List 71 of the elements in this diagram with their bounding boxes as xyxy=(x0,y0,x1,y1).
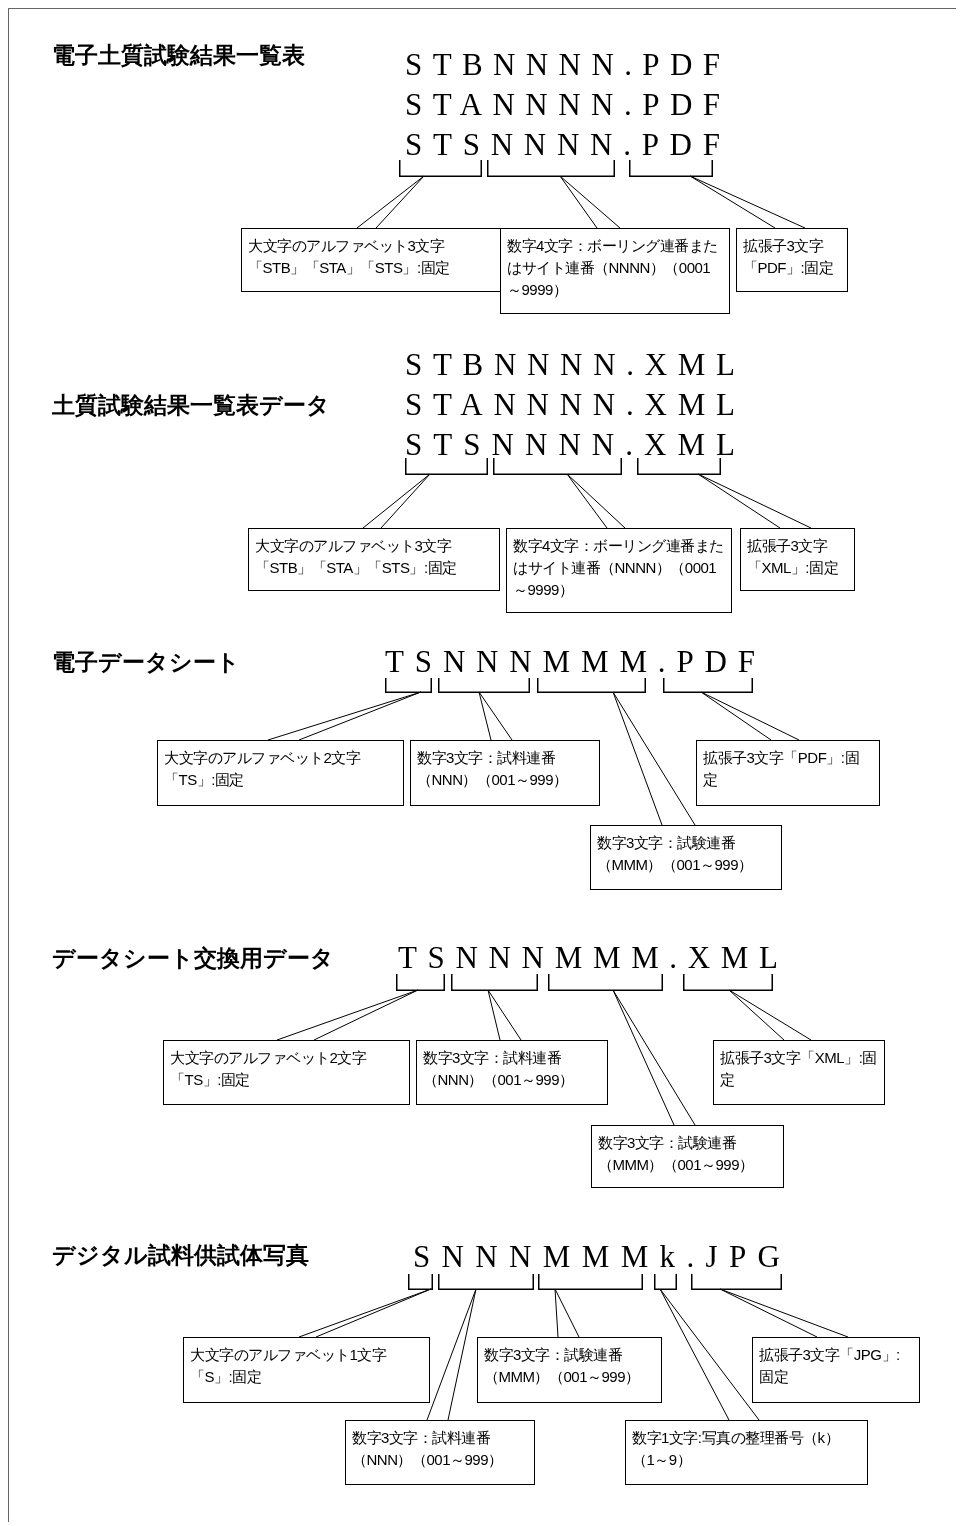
file-name-pattern: SNNNMMMk.JPG xyxy=(413,1240,782,1274)
callout-box: 拡張子3文字「XML」:固定 xyxy=(713,1040,885,1105)
bracket xyxy=(385,678,432,693)
callout-box: 大文字のアルファベット2文字「TS」:固定 xyxy=(163,1040,410,1105)
callout-box: 数字3文字：試料連番（NNN）（001～999） xyxy=(410,740,600,806)
bracket xyxy=(408,1274,433,1290)
bracket xyxy=(683,974,773,991)
bracket xyxy=(663,678,753,693)
callout-box: 大文字のアルファベット1文字「S」:固定 xyxy=(183,1337,430,1403)
bracket xyxy=(637,458,721,475)
section-title: デジタル試料供試体写真 xyxy=(52,1241,309,1269)
leader-line xyxy=(426,1288,477,1421)
bracket xyxy=(399,160,482,177)
leader-line xyxy=(559,175,621,229)
bracket xyxy=(629,160,713,177)
leader-line xyxy=(487,989,522,1041)
leader-line xyxy=(566,473,626,529)
file-name-pattern: STANNNN.XML xyxy=(405,388,737,422)
bracket xyxy=(691,1274,782,1290)
section-title: 電子土質試験結果一覧表 xyxy=(52,41,305,69)
bracket xyxy=(451,974,538,991)
leader-line xyxy=(362,473,431,529)
callout-box: 拡張子3文字「PDF」:固定 xyxy=(736,228,848,292)
file-name-pattern: STSNNNN.PDF xyxy=(405,128,722,162)
callout-box: 大文字のアルファベット3文字「STB」「STA」「STS」:固定 xyxy=(241,228,503,292)
callout-box: 数字3文字：試料連番（NNN）（001～999） xyxy=(416,1040,608,1105)
bracket xyxy=(537,678,646,693)
file-name-pattern: STBNNNN.XML xyxy=(405,348,737,382)
callout-box: 拡張子3文字「XML」:固定 xyxy=(740,528,855,591)
bracket xyxy=(493,458,622,475)
leader-line xyxy=(356,175,425,229)
callout-box: 数字3文字：試験連番（MMM）（001～999） xyxy=(590,825,782,890)
callout-box: 大文字のアルファベット3文字「STB」「STA」「STS」:固定 xyxy=(248,528,500,591)
leader-line xyxy=(276,989,419,1041)
leader-line xyxy=(612,691,696,826)
bracket xyxy=(487,160,615,177)
callout-box: 数字4文字：ボーリング連番またはサイト連番（NNNN）（0001～9999） xyxy=(500,228,730,314)
callout-box: 数字3文字：試験連番（MMM）（001～999） xyxy=(591,1125,784,1188)
leader-line xyxy=(298,1288,432,1338)
leader-line xyxy=(659,1288,760,1421)
callout-box: 数字3文字：試験連番（MMM）（001～999） xyxy=(477,1337,662,1403)
callout-box: 拡張子3文字「JPG」:固定 xyxy=(752,1337,920,1403)
bracket xyxy=(538,1274,643,1290)
file-name-pattern: STSNNNN.XML xyxy=(405,428,737,462)
section-title: 土質試験結果一覧表データ xyxy=(52,391,330,419)
leader-line xyxy=(700,691,800,741)
file-name-pattern: STANNNN.PDF xyxy=(405,88,722,122)
leader-line xyxy=(728,989,812,1041)
callout-box: 数字3文字：試料連番（NNN）（001～999） xyxy=(345,1420,535,1485)
bracket xyxy=(438,1274,534,1290)
bracket xyxy=(548,974,663,991)
bracket xyxy=(396,974,445,991)
callout-box: 拡張子3文字「PDF」:固定 xyxy=(696,740,880,806)
leader-line xyxy=(719,1288,849,1338)
bracket xyxy=(654,1274,677,1290)
leader-line xyxy=(697,473,812,529)
leader-line xyxy=(267,691,422,741)
leader-line xyxy=(689,175,806,229)
leader-line xyxy=(612,989,696,1126)
leader-line xyxy=(478,691,513,741)
file-name-pattern: STBNNNN.PDF xyxy=(405,48,722,82)
file-name-pattern: TSNNNMMM.XML xyxy=(398,941,780,975)
file-name-pattern: TSNNNMMM.PDF xyxy=(385,645,757,679)
callout-box: 数字4文字：ボーリング連番またはサイト連番（NNNN）（0001～9999） xyxy=(506,528,732,613)
callout-box: 大文字のアルファベット2文字「TS」:固定 xyxy=(157,740,404,806)
callout-box: 数字1文字:写真の整理番号（k）（1～9） xyxy=(625,1420,868,1485)
bracket xyxy=(405,458,488,475)
leader-line xyxy=(554,1288,580,1338)
bracket xyxy=(438,678,530,693)
section-title: 電子データシート xyxy=(52,648,240,676)
section-title: データシート交換用データ xyxy=(52,944,334,972)
